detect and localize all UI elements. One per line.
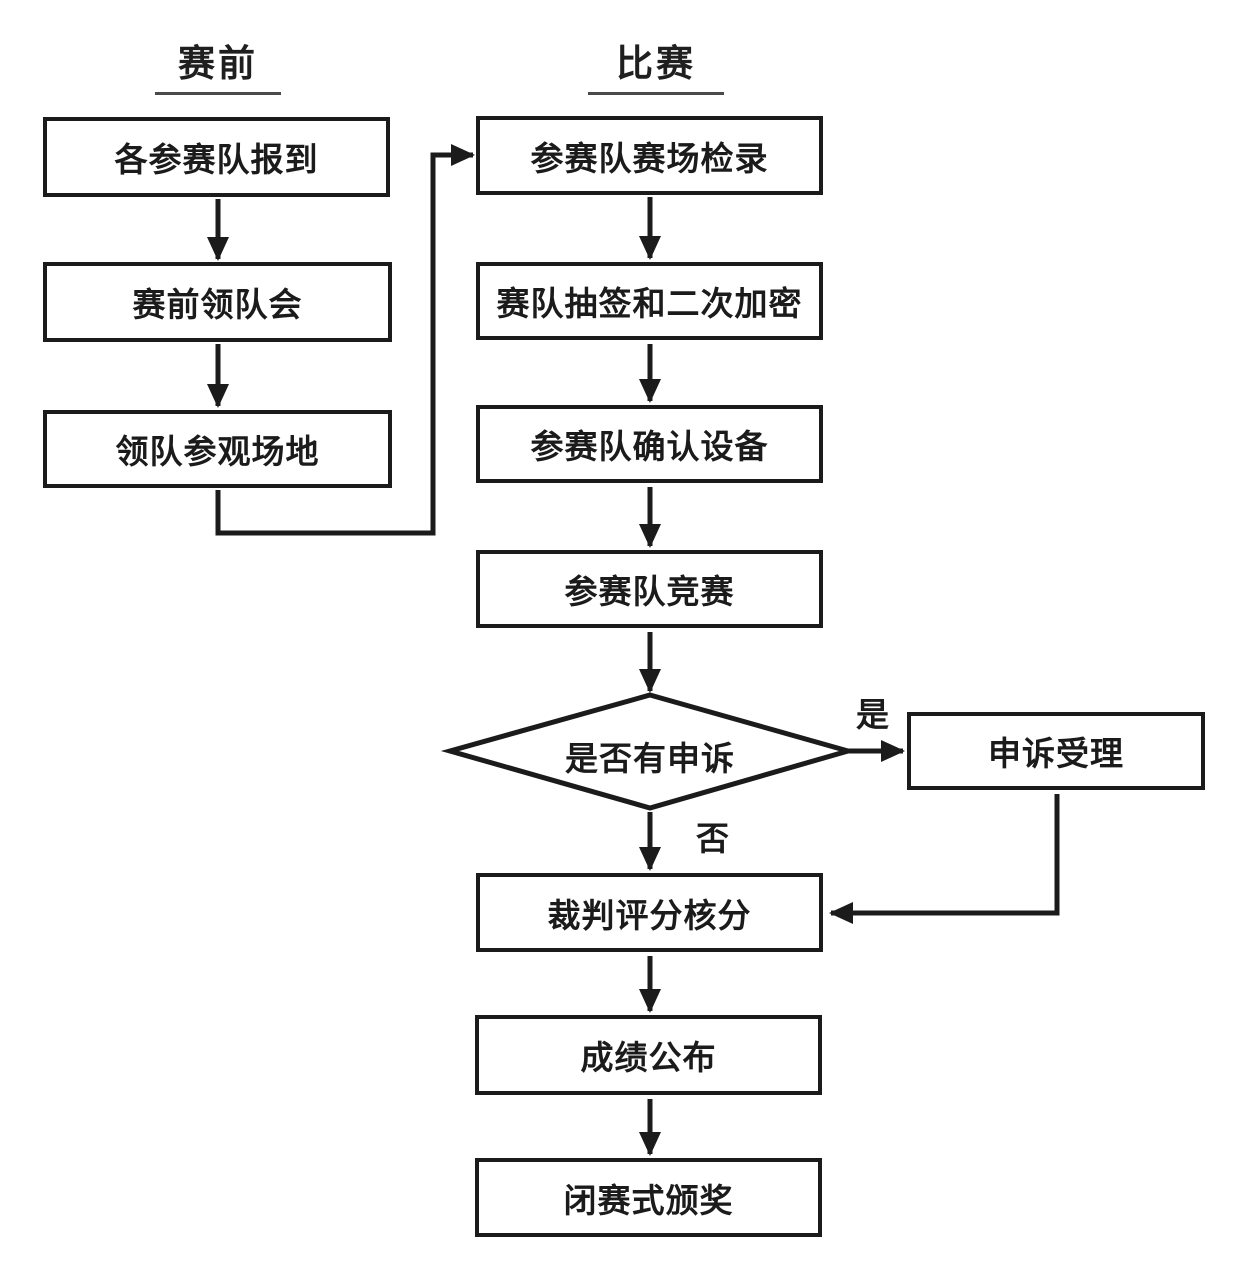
decision-diamond-shape xyxy=(440,692,858,811)
column-header-pre: 赛前 xyxy=(155,33,281,95)
node-closing-awards: 闭赛式颁奖 xyxy=(475,1158,822,1237)
edge-appeal-accept-to-scoring xyxy=(829,794,1060,924)
node-checkin: 参赛队赛场检录 xyxy=(476,116,823,195)
node-leader-meeting: 赛前领队会 xyxy=(43,262,392,342)
node-report: 各参赛队报到 xyxy=(43,117,390,197)
node-compete: 参赛队竞赛 xyxy=(476,550,823,628)
node-confirm-equipment: 参赛队确认设备 xyxy=(476,405,823,483)
node-scoring: 裁判评分核分 xyxy=(476,873,823,952)
node-venue-tour: 领队参观场地 xyxy=(43,410,392,488)
node-appeal-accept: 申诉受理 xyxy=(907,712,1205,790)
edge-label-yes: 是 xyxy=(856,696,889,733)
edge-label-no: 否 xyxy=(696,820,729,857)
edge-venue-tour-to-checkin xyxy=(215,144,475,536)
node-publish-results: 成绩公布 xyxy=(475,1015,822,1095)
node-draw-encrypt: 赛队抽签和二次加密 xyxy=(476,262,823,340)
node-appeal-question-label: 是否有申诉 xyxy=(565,740,735,777)
column-header-match: 比赛 xyxy=(588,33,724,95)
